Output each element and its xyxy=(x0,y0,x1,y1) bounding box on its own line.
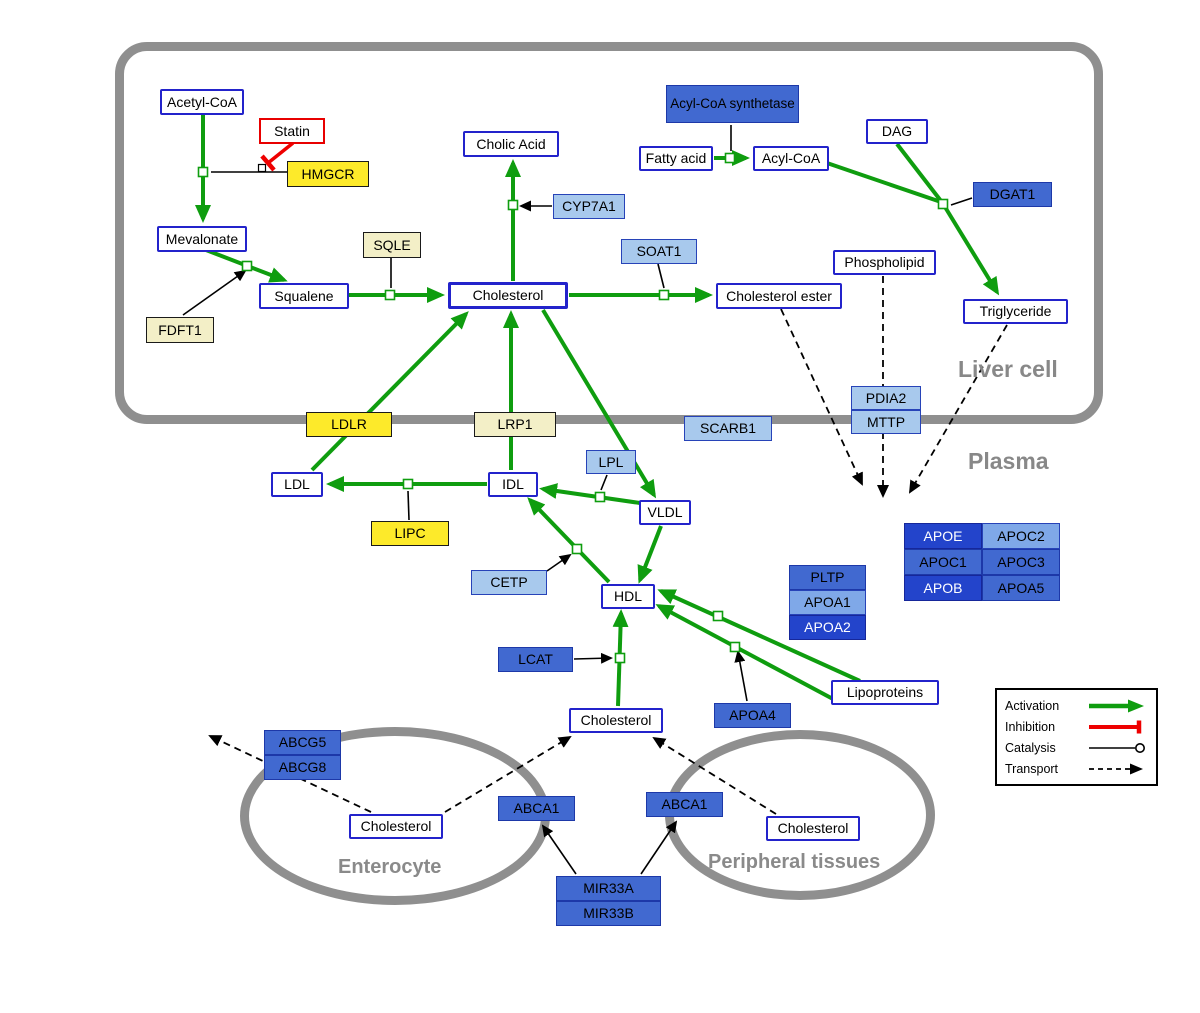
node-idl[interactable]: IDL xyxy=(488,472,538,497)
node-cetp[interactable]: CETP xyxy=(471,570,547,595)
node-apoc3[interactable]: APOC3 xyxy=(982,549,1060,575)
catalysis-edges xyxy=(182,125,973,875)
enterocyte-label: Enterocyte xyxy=(338,856,442,878)
node-lcat[interactable]: LCAT xyxy=(498,647,573,672)
activation-arrow-icon xyxy=(1089,699,1144,712)
liver-cell-label: Liver cell xyxy=(958,356,1058,382)
peripheral-tissues-label: Peripheral tissues xyxy=(708,851,881,873)
node-lipoproteins[interactable]: Lipoproteins xyxy=(831,680,939,705)
node-abca1-enterocyte[interactable]: ABCA1 xyxy=(498,796,575,821)
node-fdft1[interactable]: FDFT1 xyxy=(146,317,214,343)
node-soat1[interactable]: SOAT1 xyxy=(621,239,697,264)
node-cholesterol-liver[interactable]: Cholesterol xyxy=(448,282,568,309)
node-mir33a[interactable]: MIR33A xyxy=(556,876,661,901)
legend-row-activation: Activation xyxy=(1005,698,1148,714)
node-pdia2[interactable]: PDIA2 xyxy=(851,386,921,410)
node-hmgcr[interactable]: HMGCR xyxy=(287,161,369,187)
legend-row-catalysis: Catalysis xyxy=(1005,740,1148,756)
legend: Activation Inhibition Catalysis Transpor… xyxy=(995,688,1158,786)
inhibition-tbar-icon xyxy=(1089,720,1142,733)
node-triglyceride[interactable]: Triglyceride xyxy=(963,299,1068,324)
node-ldl[interactable]: LDL xyxy=(271,472,323,497)
node-mevalonate[interactable]: Mevalonate xyxy=(157,226,247,252)
legend-row-inhibition: Inhibition xyxy=(1005,719,1148,735)
node-sqle[interactable]: SQLE xyxy=(363,232,421,258)
node-apoc1[interactable]: APOC1 xyxy=(904,549,982,575)
node-vldl[interactable]: VLDL xyxy=(639,500,691,525)
node-acyl-coa-synthetase[interactable]: Acyl-CoA synthetase xyxy=(666,85,799,123)
node-apoc2[interactable]: APOC2 xyxy=(982,523,1060,549)
node-dag[interactable]: DAG xyxy=(866,119,928,144)
node-apoa4[interactable]: APOA4 xyxy=(714,703,791,728)
node-squalene[interactable]: Squalene xyxy=(259,283,349,309)
node-cholesterol-ester[interactable]: Cholesterol ester xyxy=(716,283,842,309)
node-dgat1[interactable]: DGAT1 xyxy=(973,182,1052,207)
node-apoa1[interactable]: APOA1 xyxy=(789,590,866,615)
transport-dashed-arrow-icon xyxy=(1089,763,1143,774)
node-fatty-acid[interactable]: Fatty acid xyxy=(639,146,713,171)
node-apoe[interactable]: APOE xyxy=(904,523,982,549)
node-lrp1[interactable]: LRP1 xyxy=(474,412,556,437)
node-cholesterol-enterocyte[interactable]: Cholesterol xyxy=(349,814,443,839)
legend-transport-label: Transport xyxy=(1005,761,1059,776)
legend-inhibition-label: Inhibition xyxy=(1005,719,1056,734)
node-mir33b[interactable]: MIR33B xyxy=(556,901,661,926)
node-abca1-peripheral[interactable]: ABCA1 xyxy=(646,792,723,817)
inhibition-edge xyxy=(260,141,295,172)
node-cholesterol-peripheral[interactable]: Cholesterol xyxy=(766,816,860,841)
legend-row-transport: Transport xyxy=(1005,761,1148,777)
node-apoa2[interactable]: APOA2 xyxy=(789,615,866,640)
node-mttp[interactable]: MTTP xyxy=(851,410,921,434)
node-scarb1[interactable]: SCARB1 xyxy=(684,416,772,441)
node-ldlr[interactable]: LDLR xyxy=(306,412,392,437)
plasma-label: Plasma xyxy=(968,448,1049,474)
node-cyp7a1[interactable]: CYP7A1 xyxy=(553,194,625,219)
node-acetyl-coa[interactable]: Acetyl-CoA xyxy=(160,89,244,115)
node-lipc[interactable]: LIPC xyxy=(371,521,449,546)
node-lpl[interactable]: LPL xyxy=(586,450,636,474)
node-pltp[interactable]: PLTP xyxy=(789,565,866,590)
node-abcg8[interactable]: ABCG8 xyxy=(264,755,341,780)
node-apob[interactable]: APOB xyxy=(904,575,982,601)
node-phospholipid[interactable]: Phospholipid xyxy=(833,250,936,275)
node-abcg5[interactable]: ABCG5 xyxy=(264,730,341,755)
legend-catalysis-label: Catalysis xyxy=(1005,740,1056,755)
node-apoa5[interactable]: APOA5 xyxy=(982,575,1060,601)
node-hdl[interactable]: HDL xyxy=(601,584,655,609)
node-statin[interactable]: Statin xyxy=(259,118,325,144)
catalysis-circle-icon xyxy=(1089,742,1145,753)
node-cholesterol-plasma[interactable]: Cholesterol xyxy=(569,708,663,733)
reaction-nodes xyxy=(197,152,949,664)
legend-activation-label: Activation xyxy=(1005,698,1060,713)
node-cholic-acid[interactable]: Cholic Acid xyxy=(463,131,559,157)
node-acyl-coa[interactable]: Acyl-CoA xyxy=(753,146,829,171)
